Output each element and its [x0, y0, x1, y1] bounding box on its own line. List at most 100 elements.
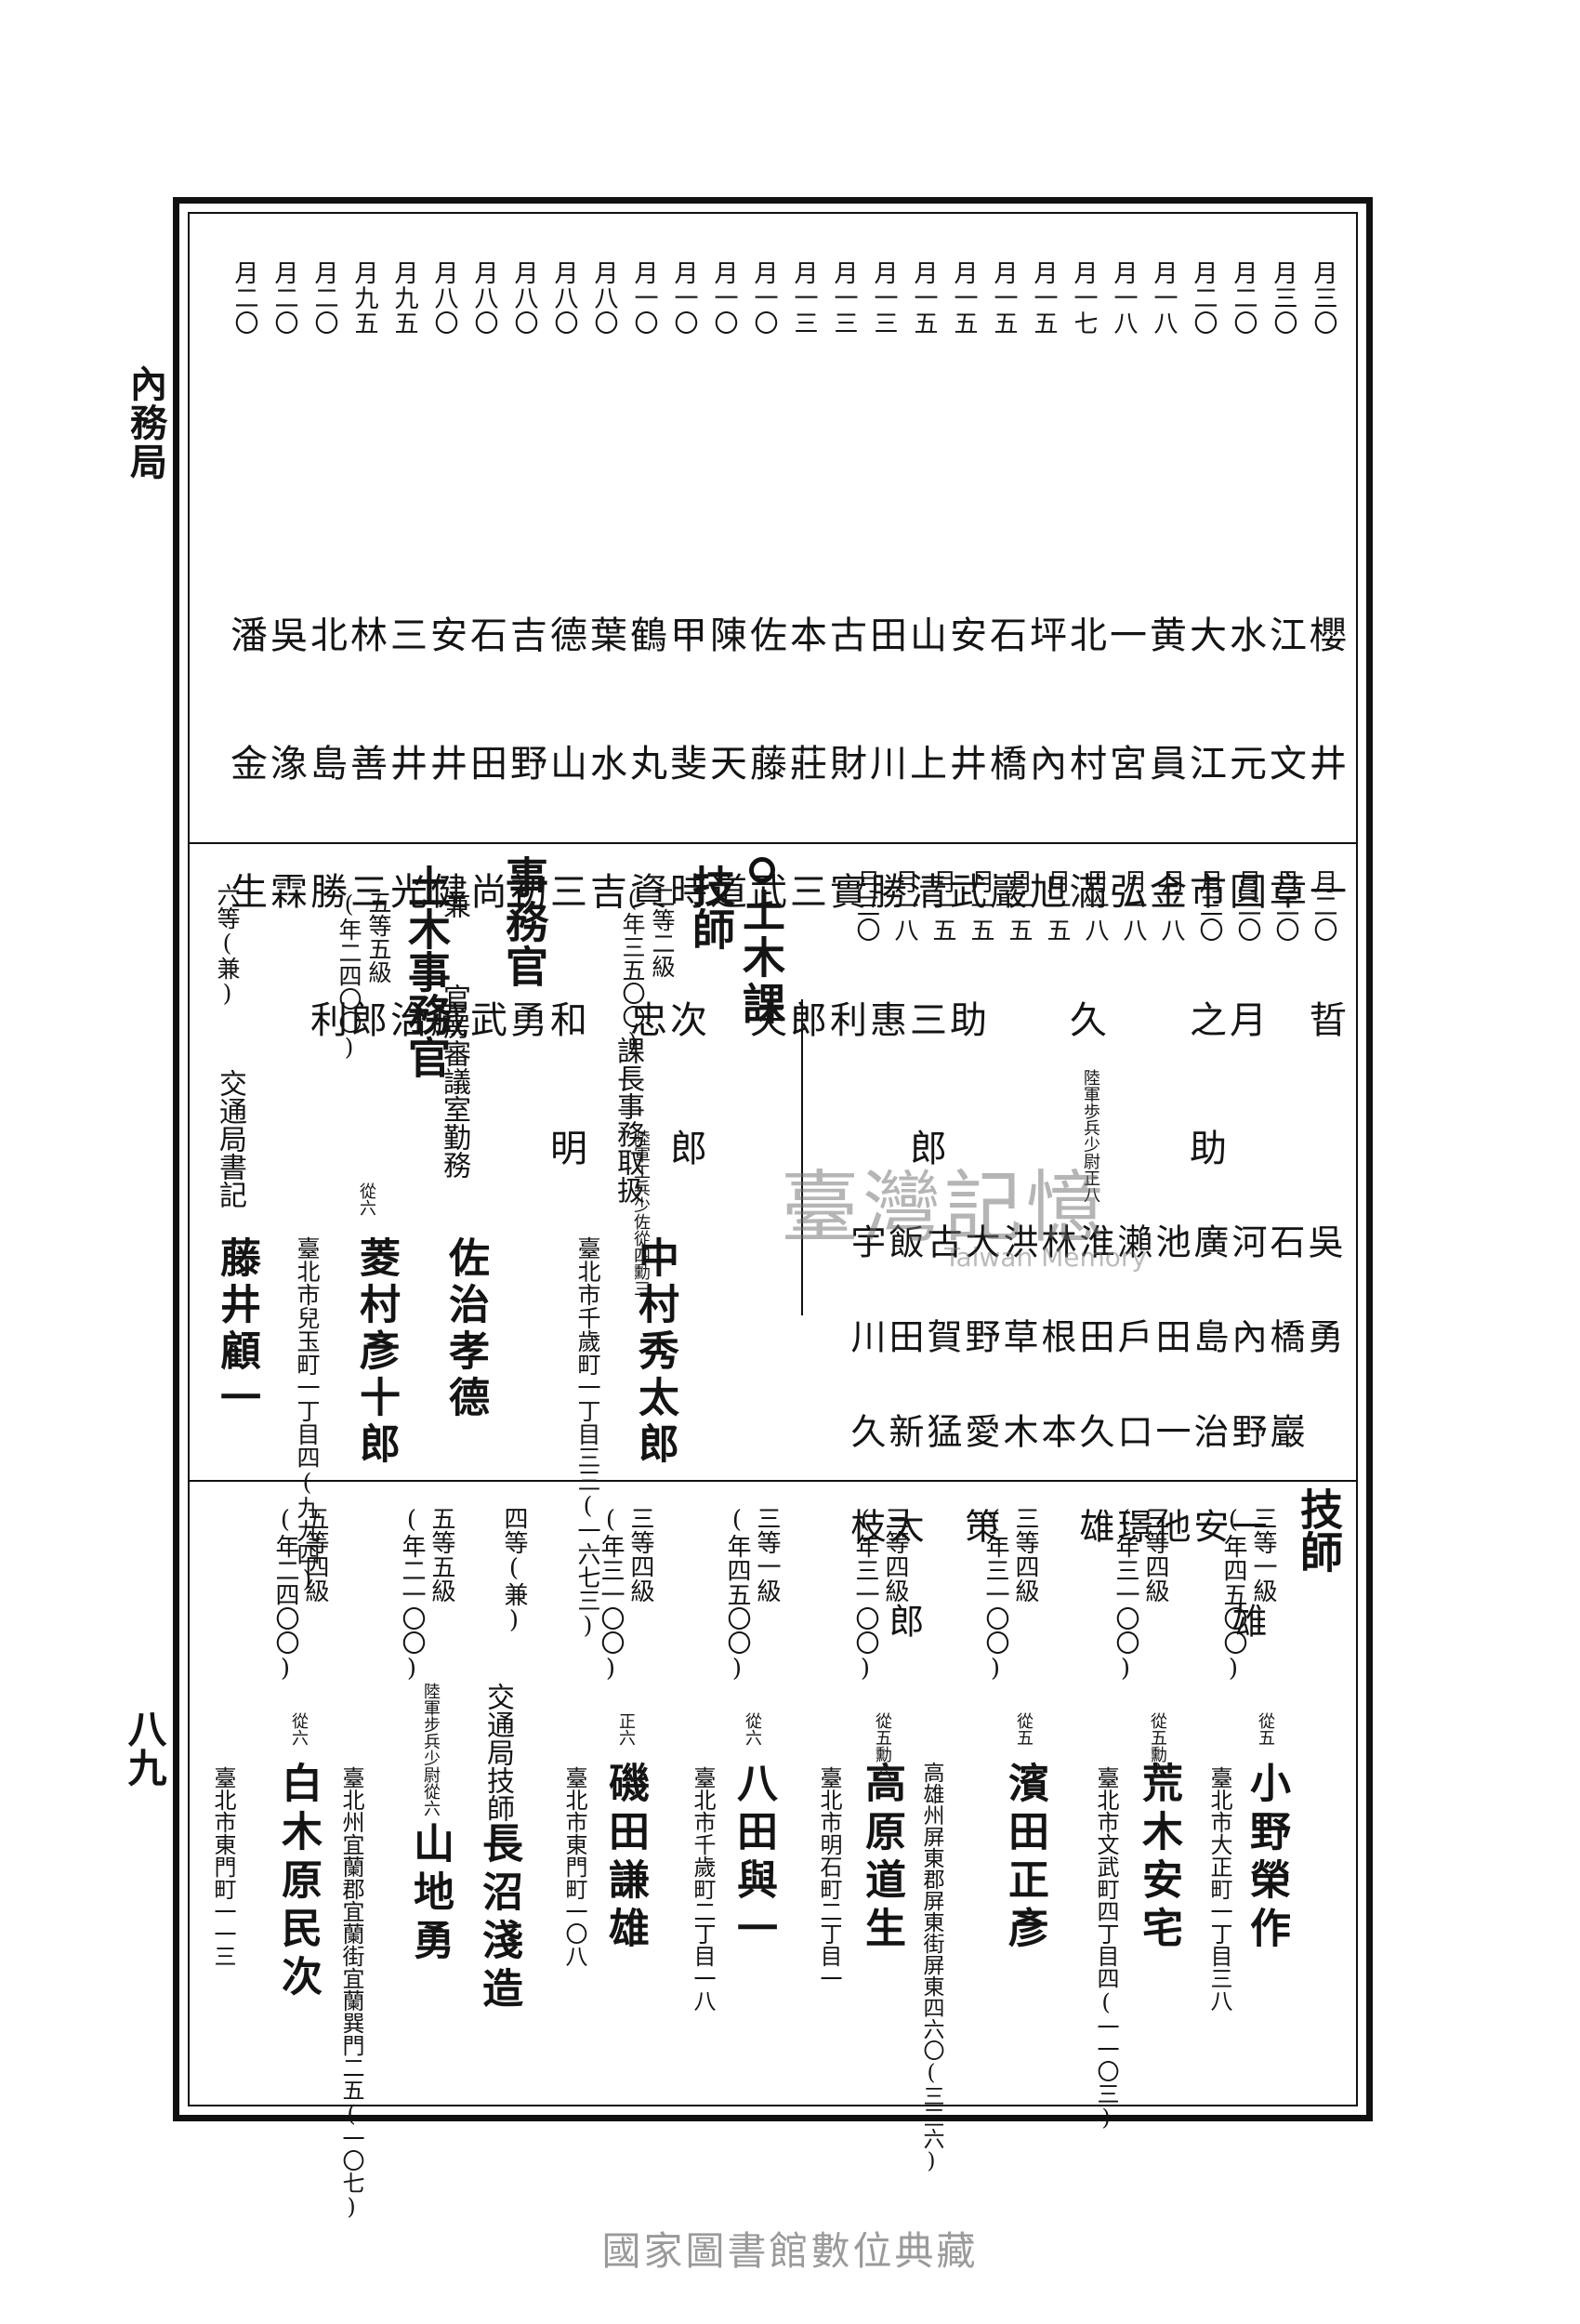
gishi-label-3: 技師 — [1294, 1487, 1344, 1573]
hishi-name: 菱村彥十郎 — [352, 1236, 400, 1469]
s2-name: 池 田 一 他 — [1150, 1223, 1191, 1552]
doboku-heading: 土木課 — [736, 889, 786, 1028]
s1-date: 月一五 — [910, 260, 938, 336]
hishi-salary: (年二四〇〇) — [336, 891, 362, 1061]
s2-name: 淮 田 久 雄 — [1073, 1223, 1114, 1552]
s1-date: 月一七 — [1070, 260, 1098, 336]
s1-date: 月一〇 — [670, 260, 698, 336]
s1-date: 月八〇 — [430, 260, 458, 336]
s3-rank: 正六 — [616, 1712, 636, 1746]
s3-address: 臺北市東門町一一三 — [210, 1766, 236, 1967]
s3-grade: 三等四級 — [881, 1506, 909, 1603]
s1-date: 月一〇 — [710, 260, 738, 336]
s3-address: 臺北州宜蘭郡宜蘭街宜蘭巽門二五(一〇七) — [338, 1766, 364, 2220]
s1-date: 月二〇 — [270, 260, 298, 336]
s1-name: 佐 藤 武 夫 — [744, 615, 786, 1062]
s1-name: 石 田 尚 武 — [464, 615, 507, 1062]
s1-date: 月一〇 — [630, 260, 658, 336]
s1-date: 月八〇 — [550, 260, 578, 336]
s3-rank: 從五勳六 — [1148, 1712, 1167, 1779]
s1-date: 月一五 — [990, 260, 1018, 336]
s1-date: 月三〇 — [1270, 260, 1297, 336]
s1-date: 月一八 — [1110, 260, 1138, 336]
s1-name: 田 川 勝 惠 — [863, 615, 906, 1062]
s1-name: 大 江 市 之 助 — [1183, 615, 1226, 1190]
s3-grade: 三等一級 — [753, 1506, 781, 1603]
page-section-title: 內務局 — [124, 364, 167, 482]
watermark-sub-text: Taiwan Memory — [944, 1242, 1147, 1273]
s1-name: 櫻 井 一 晢 — [1303, 615, 1346, 1062]
s2-name: 古 賀 猛 — [921, 1223, 962, 1458]
gishi-salary: (年三五〇〇) — [619, 885, 646, 1055]
kacho-rank: 陸軍工兵少佐從四勳三 — [631, 1129, 651, 1297]
s2-date: 月一八 — [1081, 869, 1109, 942]
s3-note: 交通局技師 — [481, 1683, 514, 1822]
s1-name: 安 井 健 藏 — [424, 615, 467, 1062]
s2-name: 林 根 本 — [1035, 1223, 1076, 1458]
s1-date: 月一五 — [950, 260, 978, 336]
ken-label: 兼 — [438, 891, 470, 918]
s1-date: 月九五 — [390, 260, 418, 336]
s2-name: 洪 草 木 — [997, 1223, 1038, 1458]
s1-name: 北 村 滿 久 — [1063, 615, 1106, 1062]
s2-name: 廣 島 治 安 — [1188, 1223, 1229, 1552]
fujii-grade: 六等(兼) — [214, 883, 241, 1007]
s3-salary: (年四五〇〇) — [1219, 1506, 1247, 1683]
s3-address: 臺北市文武町四丁目四(一一〇三) — [1093, 1766, 1119, 2131]
s1-name: 坪 內 旭 — [1023, 615, 1066, 933]
s1-name: 水 元 圓 月 — [1223, 615, 1266, 1062]
gishi-label: 技師 — [686, 865, 736, 950]
s3-address: 臺北市大正町一丁目三八 — [1206, 1766, 1232, 2012]
s3-name: 八田與一 — [730, 1762, 777, 1955]
s3-rank: 陸軍步兵少尉從六 — [421, 1683, 441, 1816]
s3-grade: 四等(兼) — [500, 1506, 528, 1634]
s2-date: 月一八 — [1157, 869, 1185, 942]
gishi-grade: 二等二級 — [649, 885, 676, 978]
s2-date: 月二〇 — [1233, 869, 1261, 942]
hishi-grade: 五等五級 — [365, 891, 392, 984]
page-frame-outer — [173, 197, 1373, 2121]
s3-grade: 五等四級 — [301, 1506, 329, 1603]
s3-salary: (年四五〇〇) — [723, 1506, 751, 1683]
doboku-jimukan-heading: 土木事務官 — [402, 865, 452, 1078]
jimukan-heading: 事務官 — [499, 855, 549, 989]
s1-date: 月三〇 — [1310, 260, 1337, 336]
s1-name: 本 莊 三 郎 — [783, 615, 826, 1062]
s1-date: 月一三 — [790, 260, 818, 336]
s3-salary: (年二四〇〇) — [271, 1506, 299, 1683]
s1-name: 三 井 光 治 — [384, 615, 427, 1062]
footer-archive-label: 國家圖書館數位典藏 — [601, 2228, 979, 2274]
s1-date: 月一八 — [1150, 260, 1178, 336]
s2-name: 吳 勇 — [1302, 1223, 1343, 1363]
s1-date: 月二〇 — [1190, 260, 1218, 336]
s3-name: 荒木安宅 — [1135, 1762, 1182, 1955]
s1-date: 月一〇 — [750, 260, 778, 336]
s2-name: 石 橋 巖 — [1264, 1223, 1305, 1458]
s2-date: 月一五 — [1043, 869, 1071, 942]
s2-name: 宇 川 久 枝 — [845, 1223, 886, 1552]
s2-date: 月一五 — [1005, 869, 1033, 942]
s1-name: 江 文 章 — [1263, 615, 1306, 933]
s3-name: 磯田謙雄 — [601, 1762, 649, 1955]
column-divider — [801, 999, 803, 1315]
s1-date: 月二〇 — [230, 260, 258, 336]
s1-date: 月九五 — [350, 260, 378, 336]
page-number: 八九 — [122, 1709, 167, 1787]
s2-date: 月一八 — [1119, 869, 1147, 942]
s1-name: 安 井 武 助 — [943, 615, 986, 1062]
s3-grade: 三等四級 — [1011, 1506, 1039, 1603]
s1-name: 林 善 三 郎 — [344, 615, 387, 1062]
page-frame-inner — [188, 212, 1358, 2106]
rank-note: 陸軍歩兵少尉正八 — [1081, 1069, 1100, 1203]
s3-rank: 從五 — [1256, 1712, 1275, 1746]
s2-date: 月三〇 — [1195, 869, 1223, 942]
s1-name: 德 山 三 和 明 — [544, 615, 586, 1190]
s3-grade: 五等五級 — [428, 1506, 455, 1603]
hishi-rank: 從六 — [357, 1182, 376, 1216]
s2-date: 月二〇 — [1310, 869, 1337, 942]
s3-salary: (年二一〇〇) — [398, 1506, 426, 1683]
kacho-note: 課長事務取扱 — [612, 1037, 644, 1204]
s3-salary: (年三一〇〇) — [981, 1506, 1009, 1683]
s1-name: 吉 野 初 勇 — [504, 615, 546, 1062]
kanbo-note: 官房審議室勤務 — [438, 984, 470, 1179]
